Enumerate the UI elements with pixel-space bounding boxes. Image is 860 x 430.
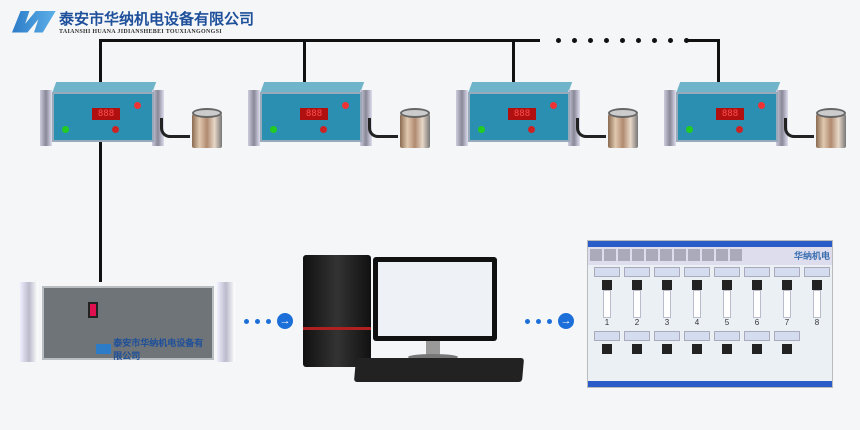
logo-mark-icon — [12, 10, 56, 33]
bus-continuation-dots — [556, 38, 689, 43]
tube-gauge: 2 — [624, 267, 650, 327]
titlebar — [588, 241, 832, 247]
tube-gauge: 7 — [774, 267, 800, 327]
tube-gauge: 8 — [804, 267, 830, 327]
indicator-icon — [342, 102, 349, 109]
tube-gauge — [684, 331, 710, 354]
indicator-icon — [550, 102, 557, 109]
company-logo: 泰安市华纳机电设备有限公司 TAIANSHI HUANA JIDIANSHEBE… — [12, 8, 254, 35]
tube-gauge — [654, 331, 680, 354]
device-display: 888 — [300, 108, 328, 120]
pc-monitor — [373, 257, 497, 341]
bus-line-end — [688, 39, 720, 42]
tube-number: 7 — [784, 318, 790, 327]
tube-number: 4 — [694, 318, 700, 327]
software-logo: 华纳机电 — [793, 251, 830, 261]
tube-number: 6 — [754, 318, 760, 327]
tube-number: 2 — [634, 318, 640, 327]
tube-gauge — [594, 331, 620, 354]
power-switch-icon — [88, 302, 98, 318]
arrow-right-icon: → — [277, 313, 293, 329]
pc-tower — [303, 255, 371, 367]
keyboard — [353, 358, 525, 382]
device-display: 888 — [92, 108, 120, 120]
controller-unit: 泰安市华纳机电设备有限公司 — [20, 282, 235, 362]
measurement-device: 888 — [40, 82, 165, 152]
tube-gauge: 5 — [714, 267, 740, 327]
controller-logo-text: 泰安市华纳机电设备有限公司 — [113, 338, 204, 361]
flow-arrow: → — [244, 313, 293, 329]
start-button-icon — [270, 126, 277, 133]
bus-line — [100, 39, 540, 42]
company-name-en: TAIANSHI HUANA JIDIANSHEBEI TOUXIANGONGS… — [59, 29, 222, 35]
tube-gauge: 4 — [684, 267, 710, 327]
start-button-icon — [686, 126, 693, 133]
drop-line — [717, 39, 720, 84]
drop-line — [303, 39, 306, 84]
tube-number: 1 — [604, 318, 610, 327]
taskbar — [588, 381, 832, 387]
sensor-cylinder — [192, 106, 224, 151]
start-button-icon — [478, 126, 485, 133]
stop-button-icon — [112, 126, 119, 133]
indicator-icon — [134, 102, 141, 109]
measurement-device: 888 — [664, 82, 789, 152]
monitor-stand — [426, 341, 440, 357]
toolbar: 华纳机电 — [588, 247, 832, 265]
tube-gauge — [714, 331, 740, 354]
drop-line — [99, 39, 102, 282]
device-display: 888 — [508, 108, 536, 120]
logo-mark-icon — [96, 344, 112, 354]
indicator-icon — [758, 102, 765, 109]
sensor-cylinder — [400, 106, 432, 151]
measurement-device: 888 — [456, 82, 581, 152]
tube-gauge — [744, 331, 770, 354]
monitor-base — [408, 354, 458, 360]
tube-gauge — [624, 331, 650, 354]
company-name-cn: 泰安市华纳机电设备有限公司 — [59, 10, 255, 28]
drop-line — [512, 39, 515, 84]
sensor-cylinder — [816, 106, 848, 151]
arrow-right-icon: → — [558, 313, 574, 329]
stop-button-icon — [528, 126, 535, 133]
tube-gauge: 3 — [654, 267, 680, 327]
device-display: 888 — [716, 108, 744, 120]
stop-button-icon — [736, 126, 743, 133]
tube-gauge: 1 — [594, 267, 620, 327]
tube-number: 8 — [814, 318, 820, 327]
flow-arrow: → — [525, 313, 574, 329]
tube-gauge — [774, 331, 800, 354]
tube-number: 3 — [664, 318, 670, 327]
measurement-device: 888 — [248, 82, 373, 152]
tube-number: 5 — [724, 318, 730, 327]
stop-button-icon — [320, 126, 327, 133]
tube-gauge: 6 — [744, 267, 770, 327]
sensor-cylinder — [608, 106, 640, 151]
software-screen: 华纳机电 1 2 3 4 5 6 7 8 — [587, 240, 833, 388]
start-button-icon — [62, 126, 69, 133]
